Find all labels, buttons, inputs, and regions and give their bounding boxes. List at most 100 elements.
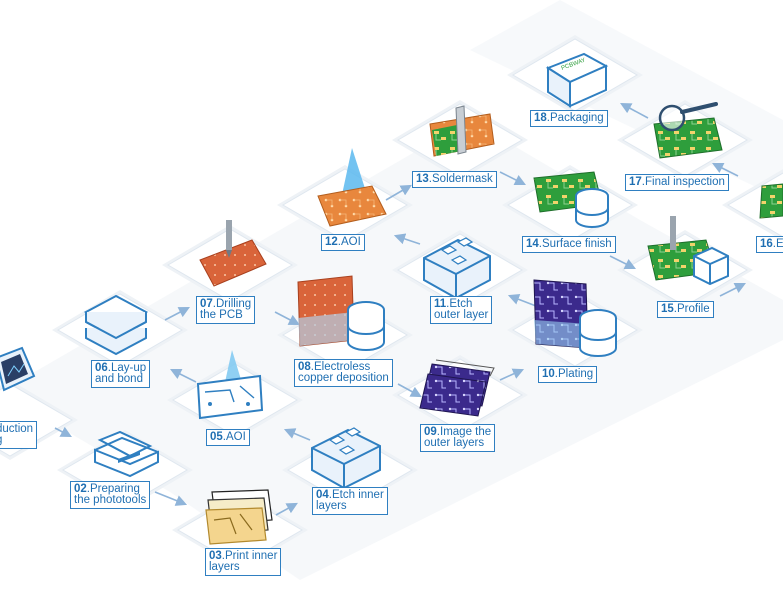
step-line: 17.Final inspection	[629, 176, 725, 188]
step-text: outer layers	[424, 437, 485, 449]
step-text: copper deposition	[298, 372, 389, 384]
step-text: Print inner	[225, 550, 278, 562]
etch-tank-icon	[311, 427, 381, 490]
surface-finish-icon	[533, 171, 609, 228]
step-number: 11	[434, 298, 447, 310]
copper-drum-icon	[297, 275, 385, 351]
step-text: Final inspection	[645, 176, 725, 188]
soldermask-board-icon	[429, 105, 495, 157]
step-text: Profile	[677, 303, 710, 315]
step-text: Surface finish	[542, 238, 612, 250]
step-line: duction	[0, 423, 34, 435]
step-line: outer layer	[434, 309, 489, 321]
step-text: Etch	[449, 298, 473, 310]
step-line: 10.Plating	[542, 368, 594, 380]
step-line: 09.Image the	[424, 426, 492, 438]
etch-tank-outer-icon	[423, 237, 491, 300]
step-line: 03.Print inner	[209, 550, 278, 562]
step-text: Preparing	[90, 483, 140, 495]
film-stack-icon	[205, 489, 273, 545]
step-line: 18.Packaging	[534, 112, 604, 124]
step-line: 16.E	[760, 238, 783, 250]
step-text: and bond	[95, 373, 143, 385]
printer-icon	[94, 430, 159, 478]
step-label-15: 15.Profile	[657, 301, 714, 318]
step-text: g	[0, 434, 2, 446]
drill-icon	[199, 220, 267, 287]
step-text: Etch inner	[332, 489, 384, 501]
step-number: 04	[316, 489, 329, 501]
step-label-10: 10.Plating	[538, 366, 598, 383]
step-line: 08.Electroless	[298, 361, 371, 373]
step-line: 13.Soldermask	[416, 173, 493, 185]
step-line: outer layers	[424, 437, 491, 449]
step-line: 12.AOI	[325, 236, 361, 248]
step-number: 18	[534, 112, 547, 124]
step-label-12: 12.AOI	[321, 234, 365, 251]
step-line: layers	[209, 561, 277, 573]
step-label-14: 14.Surface finish	[522, 236, 616, 253]
step-text: Drilling	[216, 298, 252, 310]
step-line: 14.Surface finish	[526, 238, 612, 250]
router-icon	[647, 216, 729, 286]
step-number: 10	[542, 368, 555, 380]
step-line: 06.Lay-up	[95, 362, 147, 374]
step-line: 07.Drilling	[200, 298, 252, 310]
step-label-13: 13.Soldermask	[412, 171, 497, 188]
step-number: 15	[661, 303, 674, 315]
step-text: AOI	[341, 236, 361, 248]
step-line: 15.Profile	[661, 303, 710, 315]
step-text: the phototools	[74, 494, 147, 506]
step-text: Packaging	[550, 112, 604, 124]
imaged-film-icon	[419, 359, 495, 417]
step-line: g	[0, 434, 33, 446]
step-number: 14	[526, 238, 539, 250]
step-text: Electroless	[314, 361, 371, 373]
step-number: 07	[200, 298, 213, 310]
step-number: 05	[210, 431, 223, 443]
step-line: the PCB	[200, 309, 251, 321]
step-text: Image the	[440, 426, 492, 438]
step-text: Soldermask	[432, 173, 493, 185]
layer-stack-icon	[83, 294, 149, 356]
step-text: Plating	[558, 368, 594, 380]
board-icon	[759, 183, 783, 219]
step-number: 06	[95, 362, 108, 374]
step-line: and bond	[95, 373, 146, 385]
step-number: 13	[416, 173, 429, 185]
step-number: 03	[209, 550, 222, 562]
step-text: E	[776, 238, 783, 250]
step-label-17: 17.Final inspection	[625, 174, 729, 191]
magnifier-icon	[653, 102, 723, 159]
step-number: 17	[629, 176, 642, 188]
step-number: 08	[298, 361, 311, 373]
step-text: outer layer	[434, 309, 489, 321]
step-text: Lay-up	[111, 362, 147, 374]
step-text: layers	[316, 500, 347, 512]
aoi-scanner-icon	[196, 350, 264, 420]
step-label-16: 16.E	[756, 236, 783, 253]
aoi-scanner-outer-icon	[317, 148, 387, 227]
flow-arrows	[54, 102, 747, 516]
step-line: the phototools	[74, 494, 147, 506]
plating-drum-icon	[533, 279, 617, 357]
step-label-05: 05.AOI	[206, 429, 250, 446]
step-number: 02	[74, 483, 87, 495]
step-line: 11.Etch	[434, 298, 473, 310]
step-text: layers	[209, 561, 240, 573]
step-line: copper deposition	[298, 372, 389, 384]
step-label-01: ductiong	[0, 421, 38, 449]
step-text: AOI	[226, 431, 246, 443]
step-text: duction	[0, 423, 34, 435]
step-label-18: 18.Packaging	[530, 110, 608, 127]
step-text: the PCB	[200, 309, 243, 321]
step-number: 09	[424, 426, 437, 438]
